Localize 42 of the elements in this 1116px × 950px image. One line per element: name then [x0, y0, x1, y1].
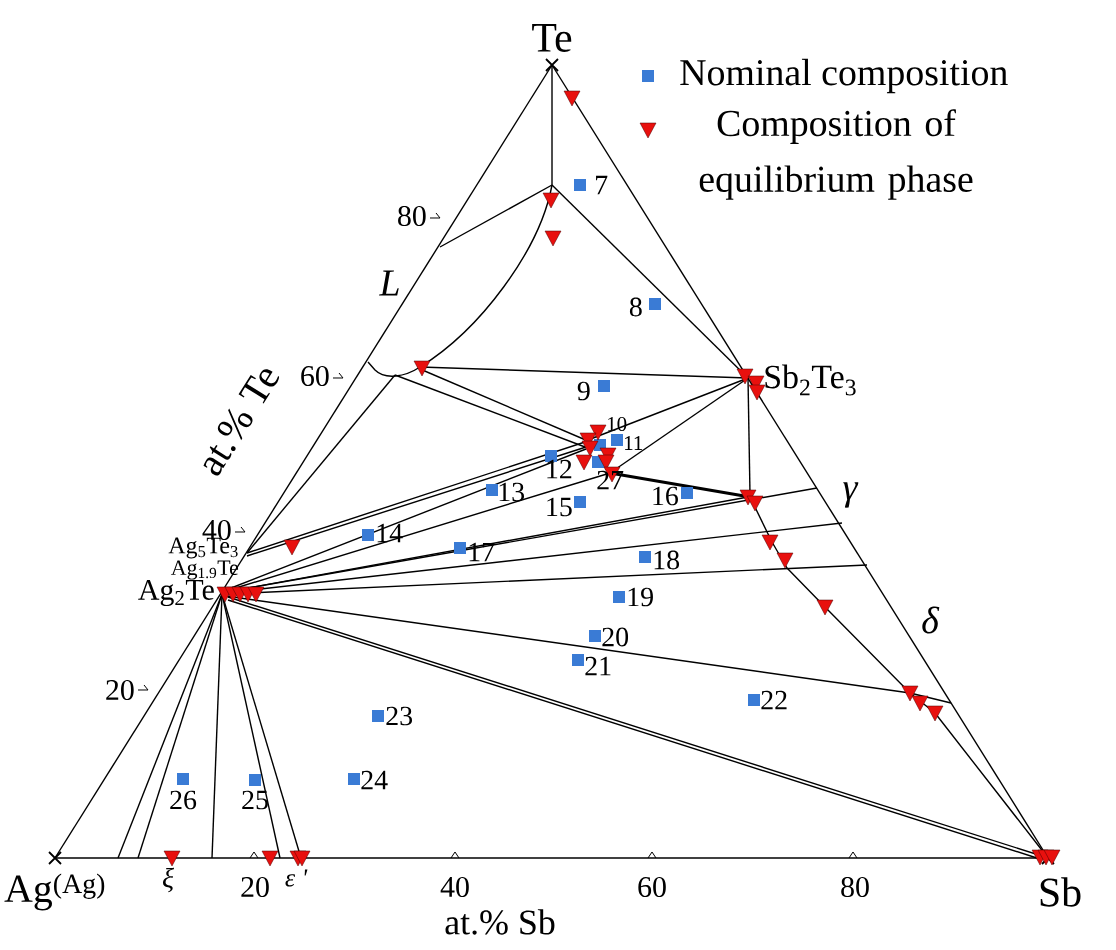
sample-number: 8 [629, 297, 642, 317]
sample-number: 18 [654, 550, 680, 570]
legend-text: Composition of equilibrium phase [699, 109, 973, 200]
sample-number: 26 [170, 790, 197, 810]
sample-number: 12 [547, 459, 572, 479]
sample-number: 24 [361, 770, 388, 790]
phase-label: γ [843, 482, 859, 508]
vertex-label: Sb [1040, 877, 1081, 907]
compound-label: Ag$_{1.9}$Te [171, 560, 239, 580]
axis-tick-label: 80 [841, 876, 869, 898]
sample-number: 13 [499, 482, 524, 502]
sample-number: 9 [577, 381, 590, 401]
sample-number: 14 [377, 523, 403, 543]
compound-label: Ag$_{2}$Te [138, 579, 214, 607]
sample-number: 10 [608, 416, 627, 432]
phase-label: ε ' [285, 869, 308, 887]
vertex-label: Ag$^{(Ag)}$ [4, 873, 105, 911]
axis-title: at.% Sb [445, 909, 555, 935]
sample-number: 19 [628, 587, 653, 607]
sample-number: 27 [597, 470, 624, 490]
axis-tick-label: 60 [638, 876, 666, 898]
sample-number: 23 [386, 706, 412, 726]
axis-tick-label: 20 [106, 679, 134, 701]
sample-number: 15 [547, 497, 572, 517]
axis-tick-label: 60 [301, 365, 329, 387]
axis-tick-label: 80 [398, 205, 426, 227]
sample-number: 21 [585, 656, 611, 676]
sample-number: 16 [653, 486, 678, 506]
phase-label: ξ [163, 867, 174, 893]
compound-label: Sb$_{2}$Te$_{3}$ [765, 364, 856, 396]
sample-number: 20 [602, 627, 629, 647]
axis-tick-label: 40 [440, 876, 469, 898]
sample-number: 25 [242, 790, 268, 810]
sample-number: 22 [761, 690, 787, 710]
axis-tick-label: 20 [241, 876, 269, 898]
phase-label: L [379, 270, 399, 296]
legend-text: Nominal composition [680, 58, 1008, 94]
phase-label: δ [922, 606, 940, 634]
sample-number: 7 [596, 175, 608, 195]
axis-title: at.% Te [203, 369, 280, 476]
vertex-label: Te [532, 24, 572, 52]
sample-number: 11 [625, 436, 643, 450]
